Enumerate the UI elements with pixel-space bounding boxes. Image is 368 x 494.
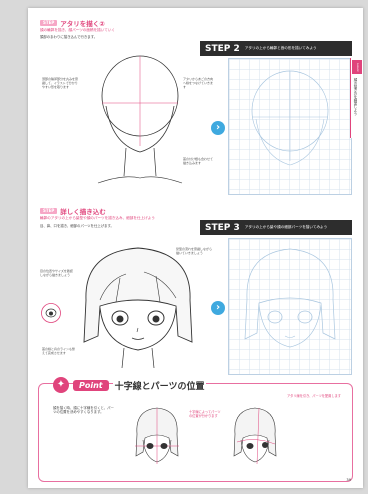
point-text: 顔を描く時、顔に十字線を引くと、パーツの位置を決めやすくなります。 [53, 406, 114, 415]
section1-note-right: アタリからあごの方向へ線をつなげていきます [183, 77, 214, 89]
book-page: STEP アタリを描く② 顔の輪郭を描き、顔パーツの面積を描いていく 頭部のまわ… [28, 8, 363, 488]
step2-label: STEP 2 [205, 43, 240, 54]
section2-heading: STEP 詳しく描き込む [40, 206, 106, 216]
section2-tag: STEP [40, 208, 58, 214]
section2-title: 詳しく描き込む [60, 208, 106, 216]
section1-note-bottom: 首の付け根も合わせて描き込みます [183, 157, 214, 165]
step2-banner: STEP 2 アタリの上から輪郭と首の形を描いてみよう [200, 41, 352, 56]
point-note-1: 十字線によってパーツの位置が分かります [189, 410, 221, 418]
section2-intro: 目、鼻、口を描き、細部のパーツを仕上げます。 [40, 224, 114, 228]
lightbulb-icon: ✦ [53, 377, 69, 393]
section2-note-right: 髪型の流れを意識しながら描いていきましょう [176, 247, 213, 255]
step3-practice-grid[interactable] [228, 238, 352, 375]
section1-tag: STEP [40, 20, 58, 26]
step3-banner: STEP 3 アタリの上から髪や顔の細部パーツを描いてみよう [200, 220, 352, 235]
section1-intro: 頭部のまわりに描き込んで行きます。 [40, 35, 98, 39]
face-outline-sketch [97, 55, 183, 184]
lesson-tag: Lesson [352, 60, 362, 74]
point-title: 十字線とパーツの位置 [112, 378, 207, 392]
step3-label: STEP 3 [205, 222, 240, 233]
section2-note-left: 目の位置やサイズを確認しながら描きましょう [40, 269, 73, 277]
section1-heading: STEP アタリを描く② [40, 18, 105, 28]
arrow-right-icon: › [211, 121, 225, 135]
arrow-right-icon: › [211, 301, 225, 315]
step2-guide-sketch [251, 70, 329, 166]
point-box: ✦ Point 十字線とパーツの位置 顔を描く時、顔に十字線を引くと、パーツの位… [38, 377, 353, 482]
step2-practice-grid[interactable] [228, 58, 352, 195]
step3-text: アタリの上から髪や顔の細部パーツを描いてみよう [244, 225, 328, 230]
page-number: 39 [346, 478, 351, 482]
face-crossline-example-left [135, 407, 179, 464]
chapter-tab-text: 顔の描き方を練習しよう [353, 78, 357, 116]
section1-subtitle: 顔の輪郭を描き、顔パーツの面積を描いていく [40, 28, 116, 32]
chapter-side-tab: Lesson 顔の描き方を練習しよう [350, 58, 363, 138]
section2-subtitle: 輪郭のアタリの上から髪型や顔のパーツを描き込み、細部を仕上げよう [40, 216, 155, 220]
face-detailed-sketch [83, 247, 193, 369]
section1-note-left: 頭部の輪郭部分を丸みを意識して、イラストで分かりやすい形を取ります [42, 77, 79, 89]
point-badge: Point [73, 379, 109, 391]
section1-title: アタリを描く② [60, 20, 105, 28]
step2-text: アタリの上から輪郭と首の形を描いてみよう [244, 46, 317, 51]
section2-note-bottom: 首の線と肩のラインも整えて完成させます [42, 347, 76, 355]
point-header: ✦ Point 十字線とパーツの位置 [53, 377, 207, 393]
step3-guide-sketch [244, 248, 336, 348]
point-note-2: アタリ線を引き、パーツを配置します [287, 394, 341, 398]
face-crossline-example-right [233, 407, 277, 465]
eye-detail-inset [41, 303, 61, 323]
